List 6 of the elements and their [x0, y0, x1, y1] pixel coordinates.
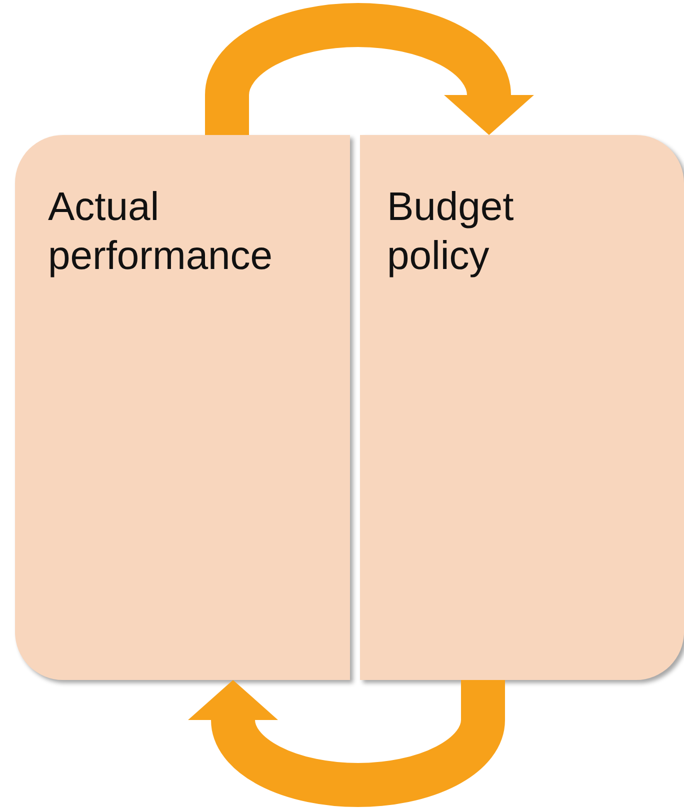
- process-box: [15, 135, 350, 680]
- curved-arrow: [205, 3, 534, 135]
- process-box: [360, 135, 684, 680]
- box-label: Budget policy: [387, 184, 514, 280]
- box-label: Actual performance: [48, 184, 273, 280]
- curved-arrow: [188, 680, 505, 807]
